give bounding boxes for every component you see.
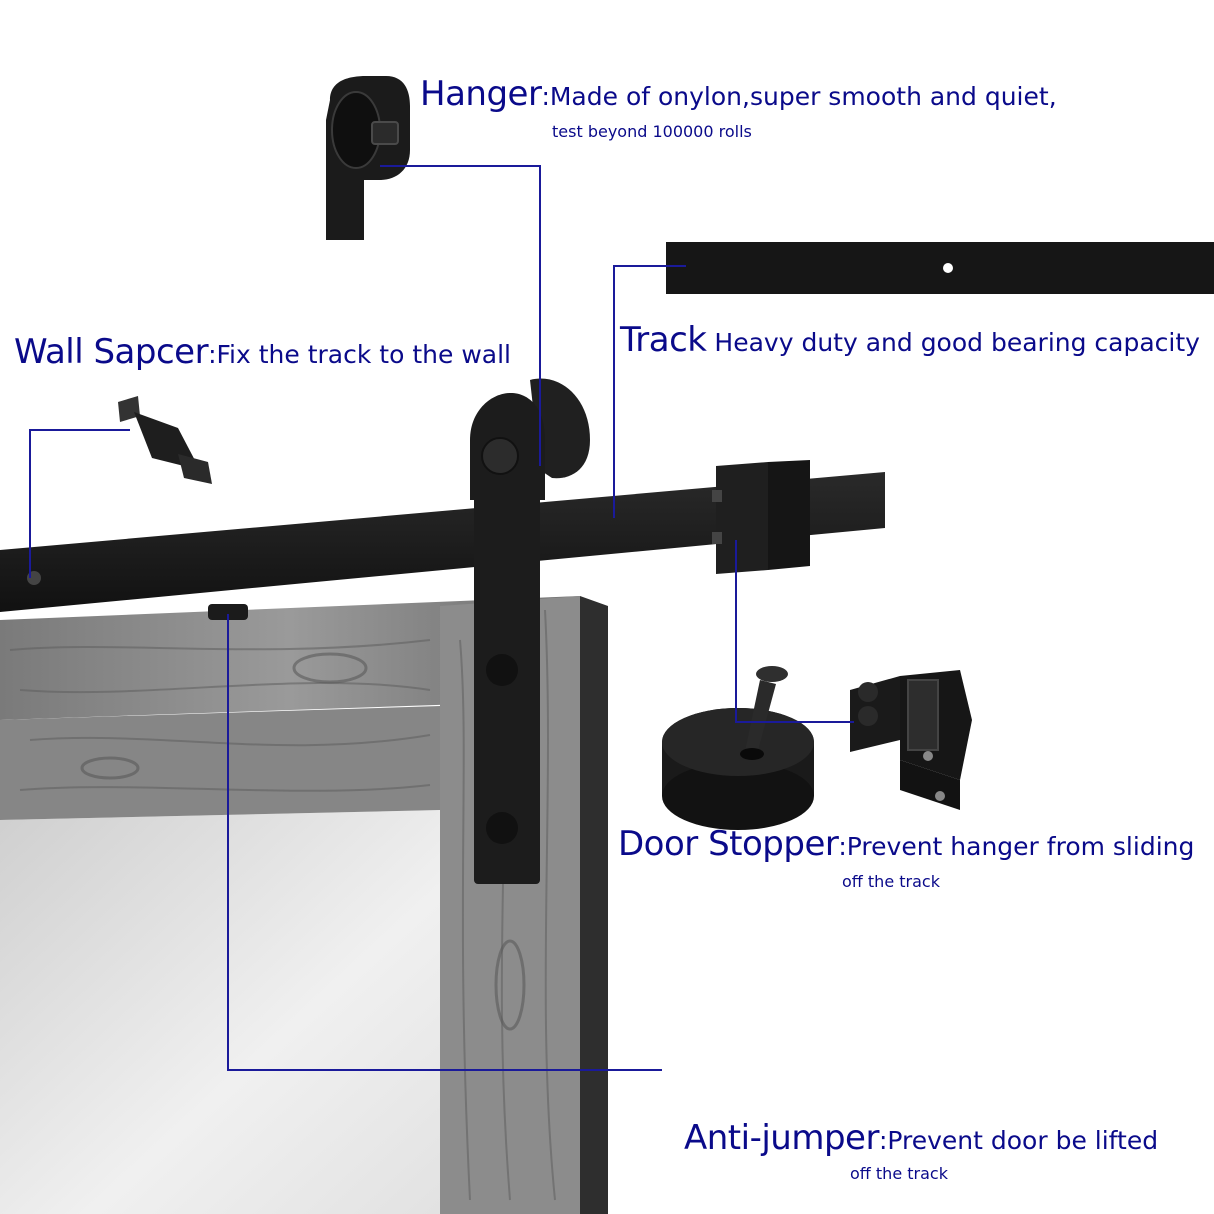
wood-knot [494, 939, 526, 1031]
wall-spacer-title: Wall Sapcer [14, 332, 209, 372]
door-stopper-description-line2: off the track [842, 872, 940, 891]
wood-knot [80, 756, 140, 780]
wall-spacer-part-image [118, 396, 212, 484]
barn-door [0, 596, 608, 1214]
anti-jumper-leader-line [227, 614, 662, 1071]
door-edge [580, 596, 608, 1214]
door-glass-panel [0, 810, 440, 1214]
hanger-on-door [470, 378, 590, 884]
hanger-description-line2: test beyond 100000 rolls [552, 122, 752, 141]
track-hole [943, 263, 953, 273]
wall-spacer-description: :Fix the track to the wall [208, 340, 511, 369]
hanger-label: Hanger:Made of onylon,super smooth and q… [420, 74, 1057, 114]
track-title: Track [620, 320, 707, 360]
wall-spacer-label: Wall Sapcer:Fix the track to the wall [14, 332, 511, 372]
door-stopper-leader-line [735, 540, 854, 723]
door-top-rail [0, 596, 580, 720]
hanger-description: :Made of onylon,super smooth and quiet, [541, 82, 1057, 111]
track-description: Heavy duty and good bearing capacity [706, 328, 1200, 357]
door-stopper-description: :Prevent hanger from sliding [838, 832, 1195, 861]
door-stopper-on-track [712, 460, 810, 574]
hanger-part-image [326, 76, 410, 240]
door-stopper-label: Door Stopper:Prevent hanger from sliding [618, 824, 1194, 864]
door-stopper-title: Door Stopper [618, 824, 839, 864]
anti-jumper-description: :Prevent door be lifted [878, 1126, 1159, 1155]
anti-jumper-title: Anti-jumper [684, 1118, 879, 1158]
leader-lines [29, 165, 854, 1071]
track-label: Track Heavy duty and good bearing capaci… [620, 320, 1200, 360]
hanger-title: Hanger [420, 74, 542, 114]
door-middle-rail [0, 706, 440, 820]
anti-jumper-part-image [662, 666, 814, 830]
door-stopper-part-image [850, 670, 972, 810]
anti-jumper-on-door [208, 604, 248, 620]
wall-spacer-leader-line [29, 429, 130, 578]
track-part-image [666, 242, 1214, 294]
anti-jumper-label: Anti-jumper:Prevent door be lifted [684, 1118, 1158, 1158]
hanger-leader-line [380, 165, 541, 466]
anti-jumper-description-line2: off the track [850, 1164, 948, 1183]
track-leader-line [613, 265, 686, 518]
wood-knot [292, 652, 368, 684]
